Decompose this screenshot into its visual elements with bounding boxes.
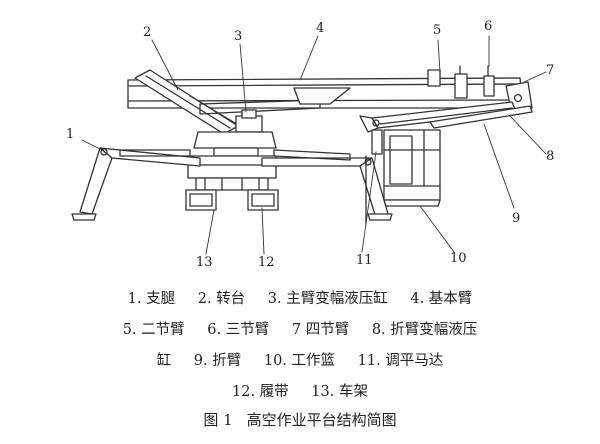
legend-item: 2. 转台 (197, 291, 246, 307)
leader-lines (81, 35, 547, 255)
legend-item: 9. 折臂 (193, 353, 242, 369)
legend-item: 8. 折臂变幅液压 (371, 322, 478, 338)
callout-7: 7 (546, 63, 554, 78)
legend-item: 13. 车架 (311, 384, 368, 400)
legend-item: 6. 三节臂 (207, 322, 270, 338)
structure-diagram: 1 2 3 4 5 6 7 8 9 10 11 12 13 (66, 19, 554, 270)
legend-line-2: 5. 二节臂 6. 三节臂 7 四节臂 8. 折臂变幅液压 (0, 320, 600, 340)
legend-line-4: 12. 履带 13. 车架 (0, 382, 600, 402)
callout-12: 12 (258, 255, 275, 270)
legend-item: 7 四节臂 (291, 322, 350, 338)
chassis (185, 155, 279, 211)
jib (359, 101, 533, 133)
callout-2: 2 (143, 25, 151, 40)
legend-item: 10. 工作篮 (263, 353, 336, 369)
callout-labels: 1 2 3 4 5 6 7 8 9 10 11 12 13 (66, 19, 554, 270)
legend-line-3: 缸 9. 折臂 10. 工作篮 11. 调平马达 (0, 351, 600, 371)
legend-item: 5. 二节臂 (122, 322, 185, 338)
figure-caption: 图 1 高空作业平台结构简图 (0, 409, 600, 431)
turntable (193, 109, 277, 157)
legend-item: 11. 调平马达 (357, 353, 444, 369)
legend-item: 3. 主臂变幅液压缸 (267, 291, 388, 307)
work-basket (383, 129, 441, 207)
callout-6: 6 (484, 19, 492, 34)
figure-title: 高空作业平台结构简图 (246, 411, 397, 429)
legend-item: 4. 基本臂 (410, 291, 473, 307)
legend-item: 12. 履带 (232, 384, 289, 400)
outrigger-right (261, 149, 393, 221)
callout-13: 13 (196, 255, 213, 270)
callout-5: 5 (433, 23, 441, 38)
callout-11: 11 (356, 253, 373, 268)
callout-4: 4 (316, 21, 324, 36)
callout-9: 9 (512, 211, 520, 226)
callout-3: 3 (234, 29, 242, 44)
legend-line-1: 1. 支腿 2. 转台 3. 主臂变幅液压缸 4. 基本臂 (0, 289, 600, 309)
callout-1: 1 (66, 127, 74, 142)
callout-8: 8 (546, 149, 554, 164)
outrigger-left (71, 147, 201, 221)
legend-item: 1. 支腿 (127, 291, 176, 307)
legend-item: 缸 (156, 353, 172, 369)
callout-10: 10 (450, 251, 467, 266)
leveling-motor (365, 129, 383, 225)
figure-number: 图 1 (203, 411, 233, 429)
